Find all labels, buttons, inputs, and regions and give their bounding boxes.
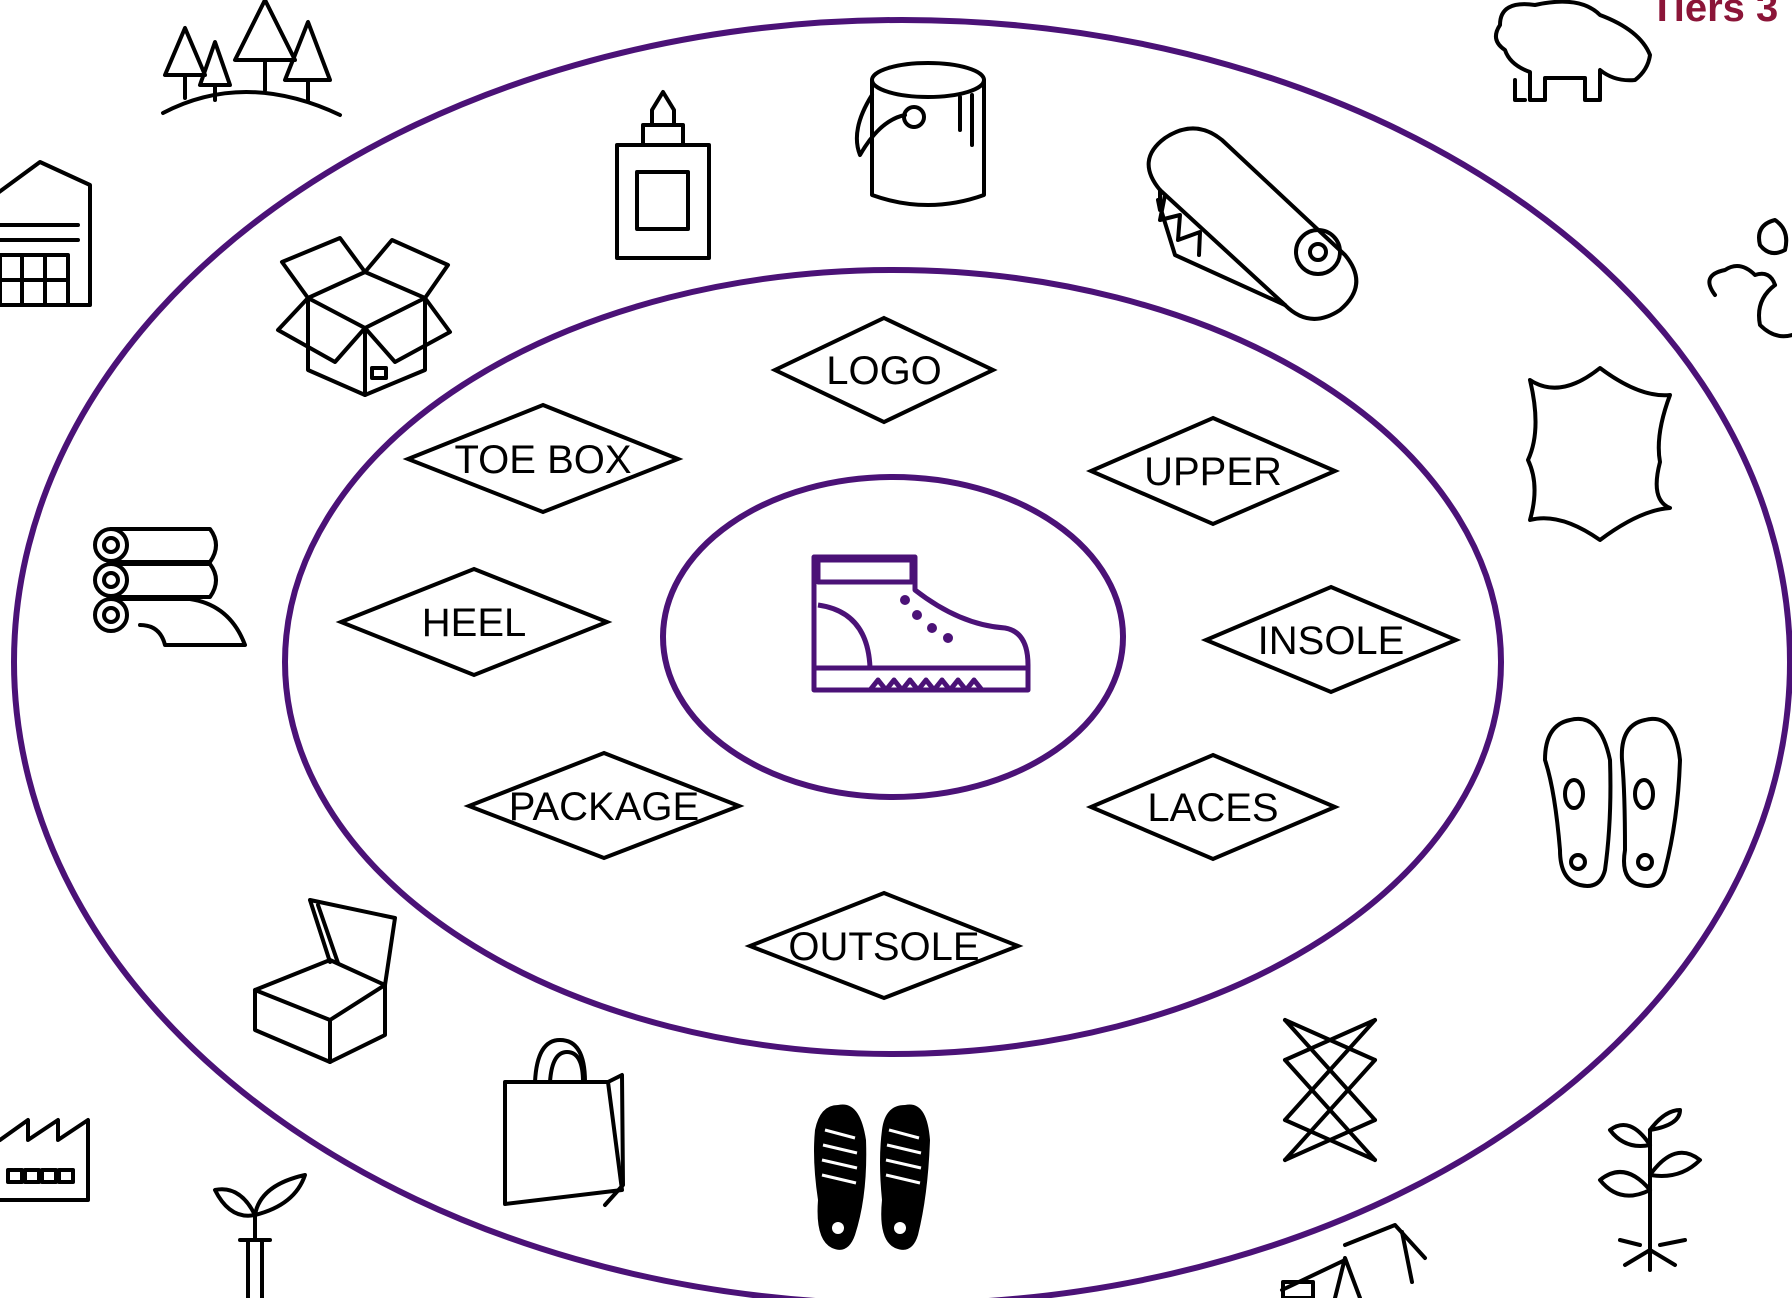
component-diamond-package: PACKAGE (469, 753, 739, 858)
component-label: LACES (1147, 786, 1278, 830)
shoe-soles-icon (814, 1104, 930, 1249)
warehouse-icon (0, 162, 90, 305)
leather-hide-icon (1528, 368, 1670, 540)
component-diamond-logo: LOGO (775, 318, 993, 422)
component-diamond-laces: LACES (1091, 755, 1335, 859)
boot-icon (814, 557, 1028, 690)
pig-icon (1496, 2, 1650, 100)
shoelace-icon (1285, 1020, 1375, 1160)
component-diamond-outsole: OUTSOLE (750, 893, 1018, 998)
component-diamond-upper: UPPER (1091, 418, 1335, 524)
factory-icon (0, 1120, 88, 1200)
component-label: OUTSOLE (788, 925, 979, 969)
forest-icon (163, 0, 340, 115)
shopping-bag-icon (505, 1040, 623, 1205)
cotton-plant-icon (1709, 220, 1792, 336)
inner-ring-tier1 (663, 477, 1123, 797)
component-label: PACKAGE (509, 785, 699, 829)
component-label: TOE BOX (454, 438, 631, 482)
glue-bottle-icon (617, 92, 709, 258)
cardboard-box-icon (278, 238, 450, 395)
insoles-icon (1545, 719, 1680, 886)
component-label: HEEL (422, 601, 527, 645)
fabric-roll-icon (1149, 128, 1357, 318)
component-diamond-toe-box: TOE BOX (408, 405, 678, 512)
component-label: INSOLE (1258, 619, 1405, 663)
component-diamond-heel: HEEL (341, 569, 607, 675)
sprout-flask-icon (215, 1175, 305, 1298)
rubber-plant-icon (1600, 1110, 1700, 1270)
component-label: LOGO (826, 349, 942, 393)
stacked-fabric-rolls-icon (95, 529, 245, 645)
component-diamond-insole: INSOLE (1206, 587, 1456, 692)
component-label: UPPER (1144, 450, 1282, 494)
paint-can-icon (857, 63, 984, 205)
shoebox-icon (255, 900, 395, 1062)
